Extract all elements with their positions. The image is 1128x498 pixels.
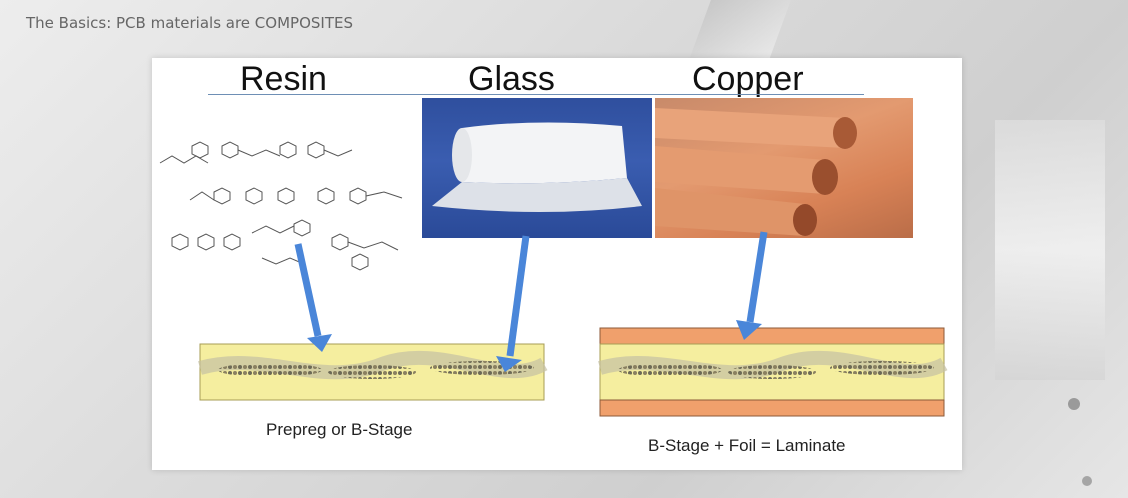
copper-heading: Copper — [692, 60, 804, 98]
page-title: The Basics: PCB materials are COMPOSITES — [26, 14, 353, 32]
resin-heading: Resin — [240, 60, 327, 98]
heading-underline — [208, 94, 864, 95]
background-decoration-right — [995, 120, 1105, 380]
prepreg-layer-diagram — [198, 343, 548, 401]
resin-arrow-head — [307, 334, 332, 352]
copper-rolls-illustration — [655, 108, 857, 236]
resin-molecule-diagram — [159, 141, 403, 271]
copper-foil-photo — [655, 98, 913, 238]
slide-panel: Resin Glass Copper — [152, 58, 962, 470]
laminate-caption: B-Stage + Foil = Laminate — [648, 436, 846, 455]
prepreg-caption: Prepreg or B-Stage — [266, 420, 413, 439]
laminate-layer-diagram — [598, 327, 948, 417]
composite-flow-diagram — [198, 231, 948, 417]
glass-heading: Glass — [468, 60, 555, 98]
glass-arrow-head — [496, 356, 522, 372]
glass-roll-illustration — [432, 122, 642, 212]
copper-arrow-head — [736, 320, 762, 340]
glass-arrow — [506, 235, 530, 357]
resin-arrow — [294, 243, 322, 337]
background-dot-icon — [1068, 398, 1080, 410]
glass-cloth-photo — [422, 98, 652, 238]
copper-arrow — [746, 231, 768, 323]
background-decoration-top — [689, 0, 791, 60]
background-dot-icon-2 — [1082, 476, 1092, 486]
